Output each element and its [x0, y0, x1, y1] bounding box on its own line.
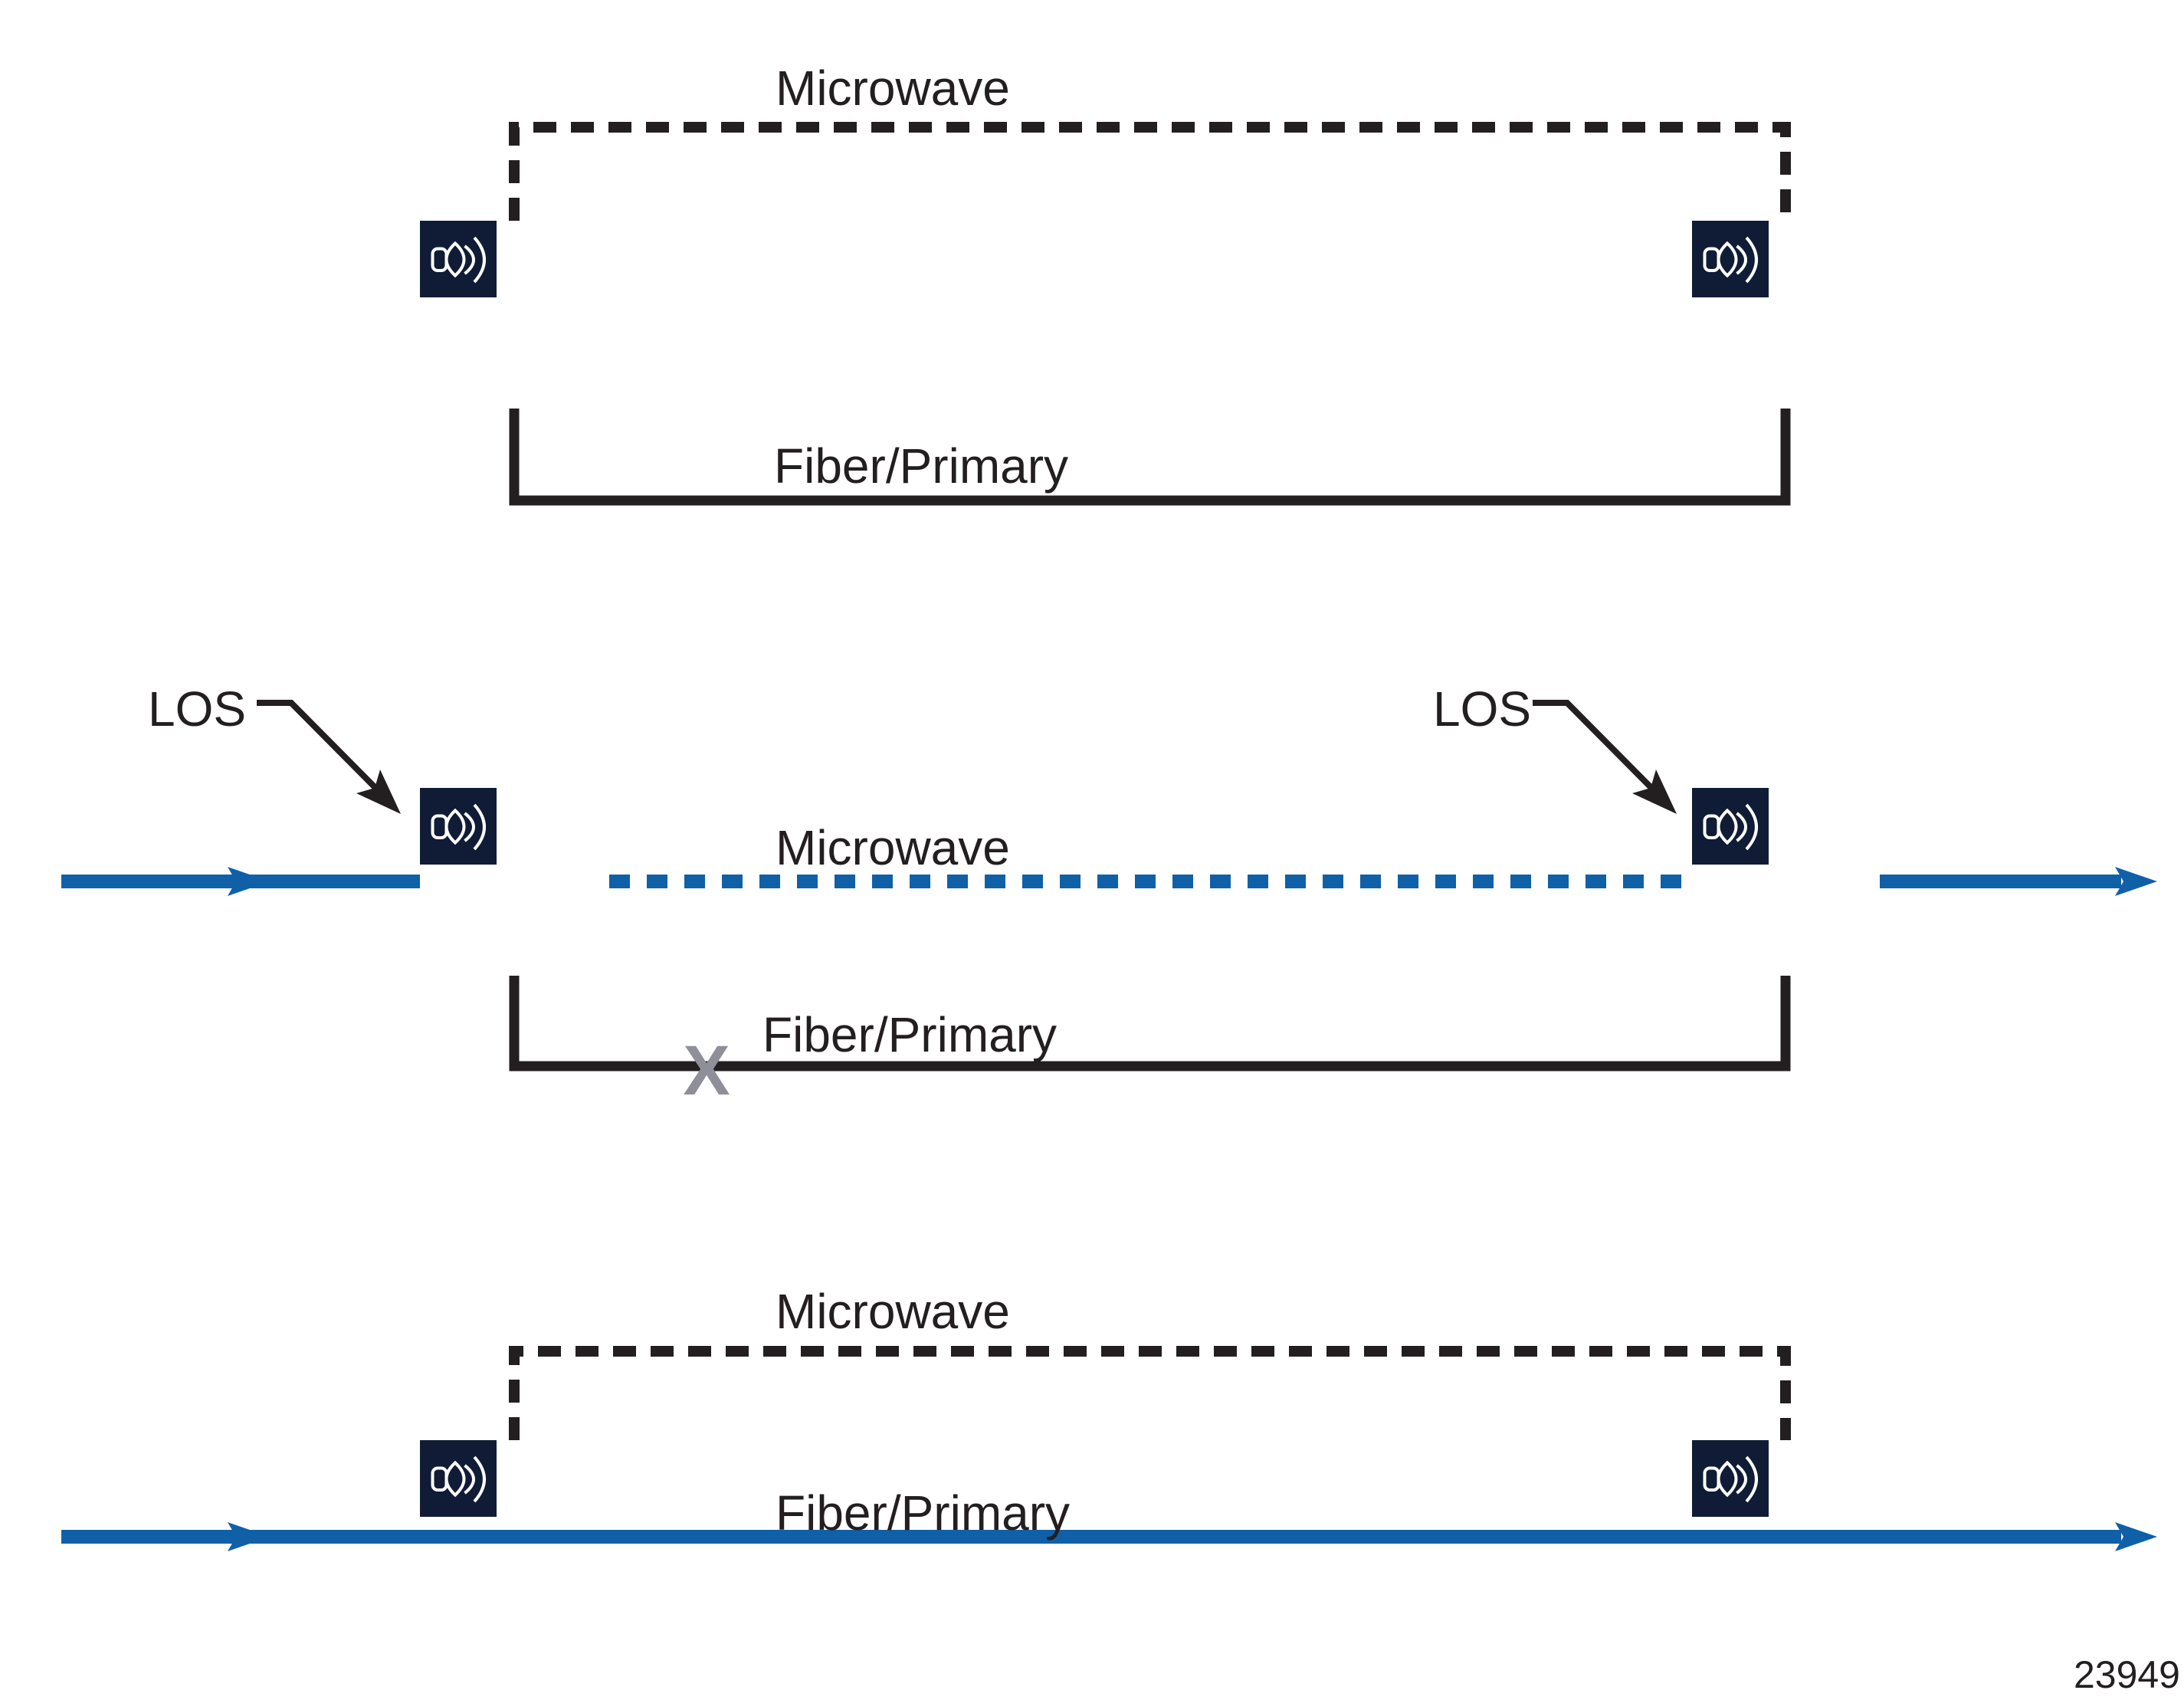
microwave-link-label: Microwave: [776, 1284, 1010, 1339]
microwave-standby-link: [509, 1346, 1791, 1440]
fiber-link-label: Fiber/Primary: [774, 438, 1068, 494]
fiber-cut-mark: X: [683, 1032, 730, 1110]
radio-node-left: [418, 219, 498, 299]
radio-node-left: [418, 1439, 498, 1518]
los-label-left: LOS: [148, 681, 246, 737]
los-label-right: LOS: [1433, 681, 1531, 737]
radio-node-right: [1690, 1439, 1770, 1518]
panel-normal: Microwave Fiber/Primary: [418, 61, 1791, 506]
radio-node-left: [418, 786, 498, 866]
panel-restored: Microwave Fiber/Primary: [61, 1284, 2157, 1551]
fiber-link-label: Fiber/Primary: [776, 1485, 1070, 1541]
panel-fiber-failure: X LOS LOS Microwave Fiber/Primary: [61, 681, 2157, 1110]
los-callout-right: [1533, 700, 1661, 798]
microwave-link-label: Microwave: [776, 61, 1010, 116]
radio-node-right: [1690, 786, 1770, 866]
los-arrowhead-right: [1632, 770, 1677, 814]
fiber-primary-link: [509, 409, 1791, 506]
fiber-link-label: Fiber/Primary: [762, 1007, 1057, 1062]
traffic-out-arrowhead: [2115, 867, 2157, 896]
los-callout-left: [257, 700, 385, 798]
figure-number: 23949: [2074, 1653, 2180, 1696]
traffic-in-arrowhead: [228, 867, 270, 896]
microwave-link-label: Microwave: [776, 820, 1010, 875]
traffic-in-arrowhead: [228, 1522, 270, 1551]
microwave-standby-link: [509, 122, 1791, 221]
los-arrowhead-left: [356, 770, 401, 814]
radio-node-right: [1690, 219, 1770, 299]
fiber-failed-link: [509, 976, 1791, 1072]
traffic-out-arrowhead: [2115, 1522, 2157, 1551]
